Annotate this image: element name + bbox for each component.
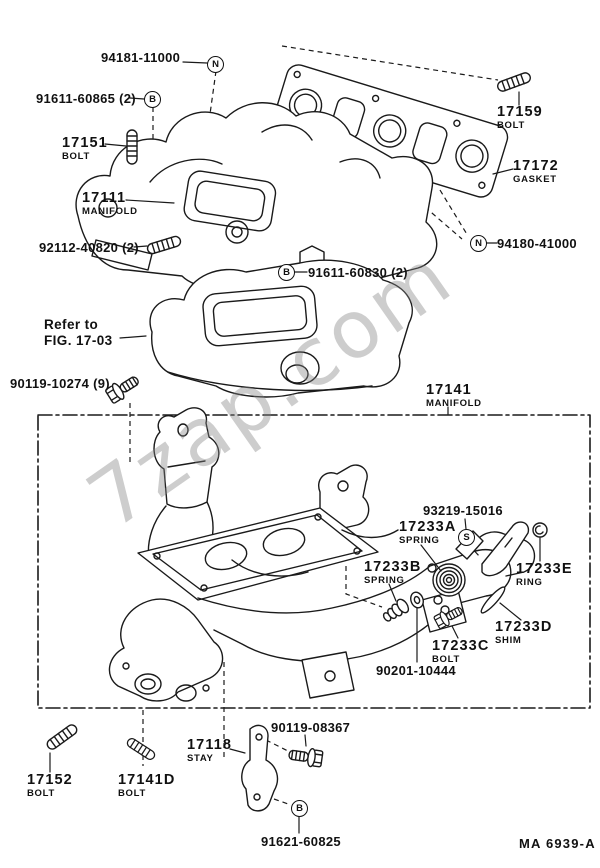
stud-17159 [495,70,533,94]
callout-marker-b2: B [278,264,295,281]
callout-marker-n1: N [207,56,224,73]
label-91621-60825[interactable]: 91621-60825 [261,834,341,849]
label-94181-11000[interactable]: 94181-11000 [101,50,181,65]
shim-17233D-shape [480,586,506,614]
spring-17233B-shape [382,598,410,622]
label-94180-41000[interactable]: 94180-41000 [497,236,577,251]
gasket-17172-shape [271,64,509,198]
ring-17233E-shape [532,522,548,538]
stay-17118-shape [241,724,279,812]
label-90201-10444[interactable]: 90201-10444 [376,663,456,678]
label-91611-60865[interactable]: 91611-60865 (2) [36,91,136,106]
assembly-box [37,414,591,709]
stud-17152 [44,722,80,752]
callout-marker-b1: B [144,91,161,108]
spring-17233A-shape [427,563,466,605]
stud-17151 [126,129,138,165]
manifold-17141-shape [108,407,536,702]
leader-lines [49,61,541,834]
stud-17141D [125,736,157,762]
callout-marker-s: S [458,529,475,546]
bolt-90119-10274 [103,371,143,406]
label-93219-15016[interactable]: 93219-15016 [423,503,503,518]
figure-code: MA 6939-A [519,836,596,851]
washer-90201-shape [410,591,424,609]
bolt-90119-08367 [287,744,324,769]
heat-shield-shape [149,259,413,398]
label-91611-60830[interactable]: 91611-60830 (2) [308,265,408,280]
callout-marker-b3: B [291,800,308,817]
label-90119-10274[interactable]: 90119-10274 (9) [10,376,110,391]
label-92112-40820[interactable]: 92112-40820 (2) [39,240,139,255]
callout-marker-n2: N [470,235,487,252]
label-90119-08367[interactable]: 90119-08367 [271,720,351,735]
